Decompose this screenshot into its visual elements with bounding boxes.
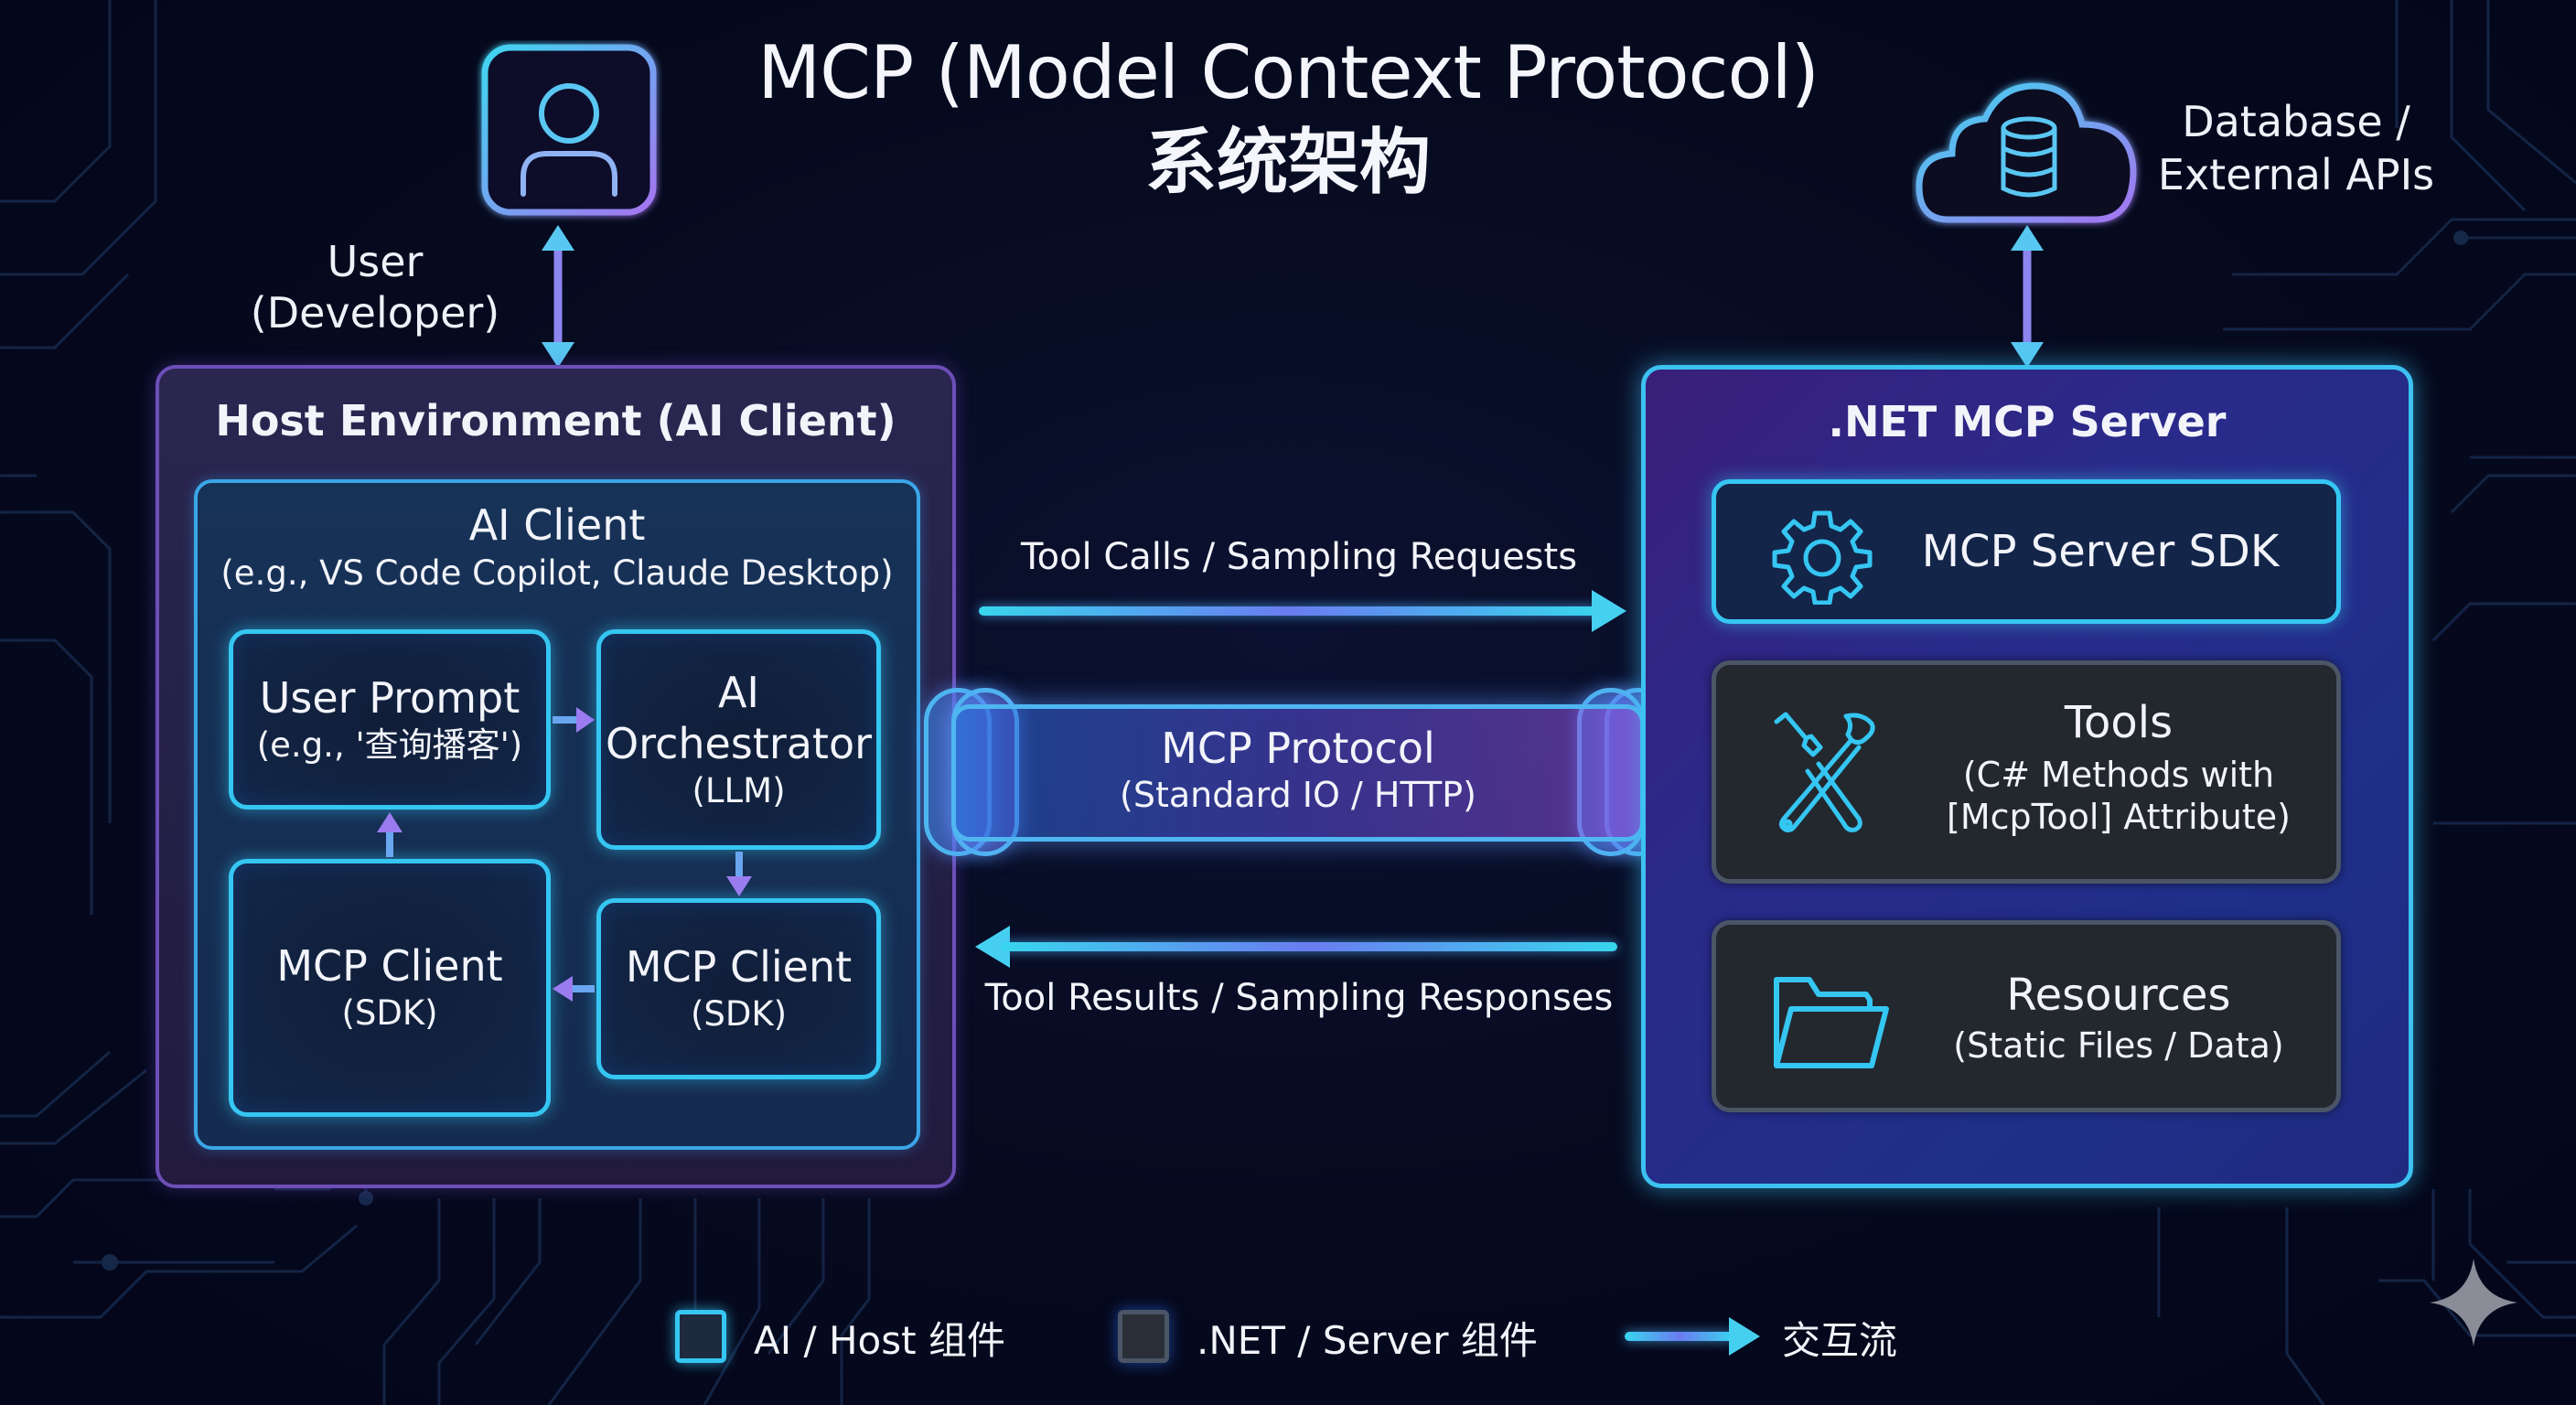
response-flow-label: Tool Results / Sampling Responses [984, 977, 1614, 1019]
legend-server-label: .NET / Server 组件 [1197, 1318, 1538, 1363]
tools-title: Tools [2064, 697, 2174, 748]
server-external-arrow [2011, 225, 2044, 368]
response-arrow-line [1001, 942, 1617, 951]
cloud-database-icon [1916, 82, 2137, 223]
user-label-line2: (Developer) [250, 288, 500, 338]
mcp-client-left-title: MCP Client [276, 941, 503, 991]
user-prompt-example: (e.g., '查询播客') [256, 724, 523, 765]
mcp-server-sdk-component[interactable]: MCP Server SDK [1712, 479, 2341, 624]
page-subtitle: 系统架构 [1144, 122, 1431, 204]
mcp-client-left-node[interactable]: MCP Client (SDK) [229, 859, 551, 1117]
ai-orchestrator-title-1: AI [717, 667, 760, 717]
external-label-line2: External APIs [2157, 150, 2435, 199]
external-label-line1: Database / [2182, 97, 2410, 146]
host-environment-title: Host Environment (AI Client) [215, 396, 896, 445]
legend-flow-arrow-head [1729, 1317, 1760, 1356]
page-title: MCP (Model Context Protocol) [757, 30, 1819, 115]
tools-desc-line2: [McpTool] Attribute) [1947, 797, 2291, 837]
legend-ai-host-label: AI / Host 组件 [754, 1318, 1005, 1363]
legend-flow-label: 交互流 [1782, 1318, 1898, 1363]
legend-flow-line [1625, 1332, 1734, 1341]
user-host-arrow [542, 225, 574, 368]
sparkle-icon [2430, 1259, 2517, 1346]
ai-client-subtitle: (e.g., VS Code Copilot, Claude Desktop) [220, 553, 894, 593]
mcp-protocol-title: MCP Protocol [1161, 724, 1435, 773]
user-prompt-title: User Prompt [259, 672, 521, 723]
user-prompt-node[interactable]: User Prompt (e.g., '查询播客') [229, 629, 551, 810]
request-arrow-head [1592, 590, 1626, 632]
ai-orchestrator-node[interactable]: AI Orchestrator (LLM) [596, 629, 881, 850]
legend-server-swatch [1118, 1310, 1169, 1363]
legend-ai-host-swatch [675, 1310, 726, 1363]
tools-component[interactable]: Tools (C# Methods with [McpTool] Attribu… [1712, 660, 2341, 884]
request-arrow-line [979, 606, 1601, 616]
mcp-protocol-pipe: MCP Protocol (Standard IO / HTTP) [951, 704, 1645, 842]
mcp-protocol-transport: (Standard IO / HTTP) [1120, 775, 1476, 815]
mcp-server-sdk-label: MCP Server SDK [1921, 526, 2280, 577]
folder-icon [1774, 977, 1889, 1068]
resources-desc: (Static Files / Data) [1953, 1025, 2284, 1066]
resources-component[interactable]: Resources (Static Files / Data) [1712, 920, 2341, 1112]
mcp-client-right-title: MCP Client [625, 942, 853, 992]
user-label: User (Developer) [229, 236, 521, 338]
tools-desc-line1: (C# Methods with [1962, 755, 2275, 795]
mcp-client-left-sub: (SDK) [341, 993, 438, 1033]
mcp-client-right-node[interactable]: MCP Client (SDK) [596, 898, 881, 1079]
tools-icon [1774, 712, 1875, 832]
server-title: .NET MCP Server [1828, 397, 2227, 446]
response-arrow-head [975, 926, 1010, 968]
user-label-line1: User [327, 237, 424, 286]
resources-title: Resources [2006, 970, 2231, 1021]
ai-orchestrator-sub: (LLM) [692, 770, 786, 810]
request-flow-label: Tool Calls / Sampling Requests [1020, 536, 1578, 578]
gear-icon [1772, 510, 1873, 605]
legend: AI / Host 组件 .NET / Server 组件 交互流 [0, 1299, 2576, 1372]
user-icon [481, 44, 657, 216]
internal-flow-arrows [377, 707, 752, 1002]
mcp-client-right-sub: (SDK) [690, 994, 788, 1034]
ai-orchestrator-title-2: Orchestrator [605, 718, 873, 768]
external-label: Database / External APIs [2141, 95, 2452, 201]
ai-client-title: AI Client [468, 500, 646, 550]
